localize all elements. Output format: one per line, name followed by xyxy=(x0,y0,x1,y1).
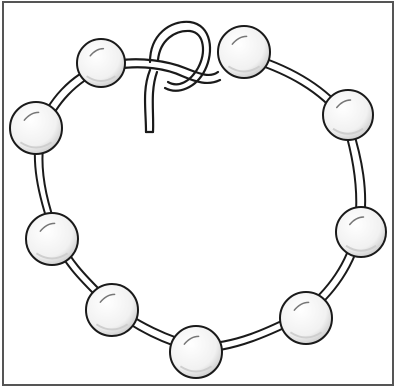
bead xyxy=(336,207,386,257)
knot xyxy=(122,22,220,132)
bead xyxy=(86,284,138,336)
bead xyxy=(170,326,222,378)
bead xyxy=(77,39,125,87)
bead xyxy=(26,213,78,265)
bead xyxy=(10,102,62,154)
bead xyxy=(280,292,332,344)
bead xyxy=(323,90,373,140)
bead xyxy=(218,26,270,78)
